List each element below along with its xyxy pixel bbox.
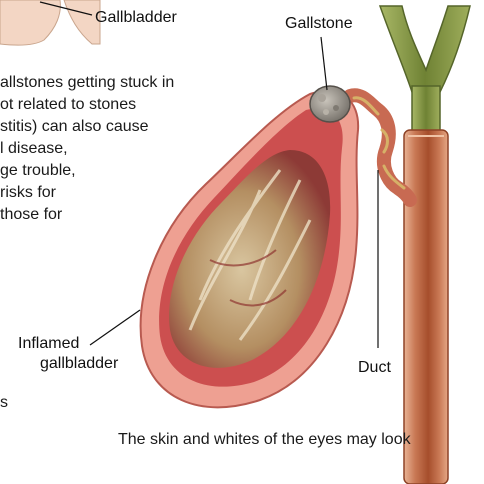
body-fragment bbox=[0, 0, 100, 45]
body-text-line: allstones getting stuck in bbox=[0, 72, 174, 94]
gallstone-label: Gallstone bbox=[285, 14, 353, 33]
body-text-line: those for bbox=[0, 204, 174, 226]
inflamed-gallbladder-label-line1: Inflamed bbox=[18, 334, 79, 353]
duct-label: Duct bbox=[358, 358, 391, 377]
gallbladder-top-label: Gallbladder bbox=[95, 8, 177, 27]
body-text-line: ge trouble, bbox=[0, 160, 174, 182]
gallstone bbox=[310, 86, 350, 122]
body-text-bottom-line: The skin and whites of the eyes may look bbox=[118, 429, 411, 451]
body-text-block: allstones getting stuck in ot related to… bbox=[0, 72, 174, 226]
body-text-line: l disease, bbox=[0, 138, 174, 160]
body-text-line: ot related to stones bbox=[0, 94, 174, 116]
body-text-line: risks for bbox=[0, 182, 174, 204]
body-text-fragment: s bbox=[0, 392, 8, 414]
bile-duct bbox=[350, 6, 470, 484]
body-text-line: stitis) can also cause bbox=[0, 116, 174, 138]
inflamed-gallbladder-label-line2: gallbladder bbox=[40, 354, 118, 373]
